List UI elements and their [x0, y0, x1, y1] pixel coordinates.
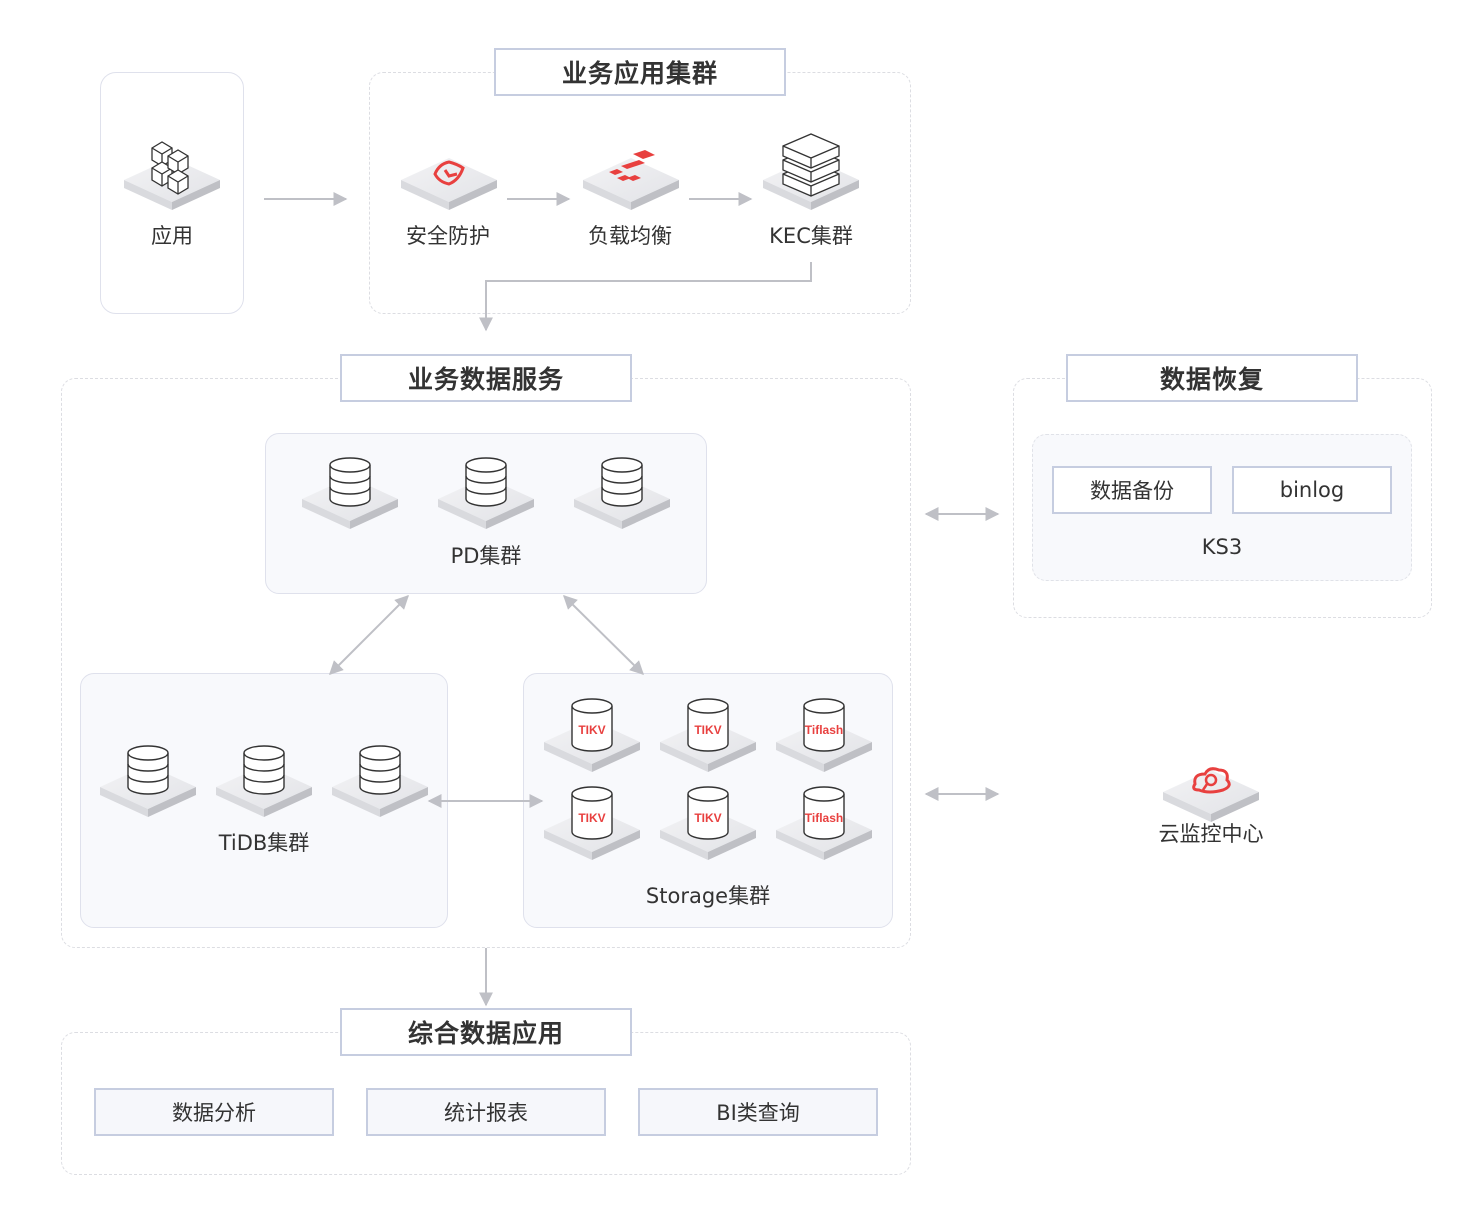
tikv-cylinder-icon: TIKV	[544, 698, 640, 772]
storage-node-label: Tiflash	[805, 811, 843, 825]
server-stack-icon	[763, 133, 859, 210]
pd-node[interactable]	[436, 447, 536, 537]
load-balancer-label: 负载均衡	[588, 224, 672, 248]
database-icon	[438, 457, 534, 529]
storage-node-tikv[interactable]: TIKV	[542, 778, 642, 868]
cloud-monitor-node[interactable]	[1161, 740, 1261, 830]
tidb-node[interactable]	[98, 735, 198, 825]
storage-node-tikv[interactable]: TIKV	[658, 778, 758, 868]
data-recovery-title: 数据恢复	[1066, 354, 1358, 402]
database-icon	[574, 457, 670, 529]
storage-node-tikv[interactable]: TIKV	[542, 690, 642, 780]
tiflash-cylinder-icon: Tiflash	[776, 698, 872, 772]
business-app-cluster-title: 业务应用集群	[494, 48, 786, 96]
data-analysis-item[interactable]: 数据分析	[94, 1088, 334, 1136]
database-icon	[100, 745, 196, 817]
business-data-service-title: 业务数据服务	[340, 354, 632, 402]
ks3-label: KS3	[1201, 535, 1243, 559]
app-label: 应用	[151, 224, 193, 248]
storage-cluster-label: Storage集群	[645, 884, 771, 908]
security-label: 安全防护	[406, 224, 490, 248]
storage-node-label: TIKV	[694, 811, 721, 825]
statistics-report-item[interactable]: 统计报表	[366, 1088, 606, 1136]
pd-node[interactable]	[300, 447, 400, 537]
database-icon	[332, 745, 428, 817]
tidb-node[interactable]	[330, 735, 430, 825]
tikv-cylinder-icon: TIKV	[544, 786, 640, 860]
platform-base	[438, 477, 534, 529]
storage-node-label: TIKV	[578, 811, 605, 825]
tiflash-cylinder-icon: Tiflash	[776, 786, 872, 860]
security-node[interactable]	[399, 128, 499, 218]
pd-node[interactable]	[572, 447, 672, 537]
tikv-cylinder-icon: TIKV	[660, 786, 756, 860]
tidb-node[interactable]	[214, 735, 314, 825]
cloud-monitor-icon	[1163, 767, 1259, 822]
storage-node-label: Tiflash	[805, 723, 843, 737]
storage-node-label: TIKV	[578, 723, 605, 737]
database-icon	[216, 745, 312, 817]
bi-query-item[interactable]: BI类查询	[638, 1088, 878, 1136]
integrated-data-app-title: 综合数据应用	[340, 1008, 632, 1056]
tidb-cluster-label: TiDB集群	[218, 831, 310, 855]
load-balancer-icon	[583, 150, 679, 210]
kec-node[interactable]	[761, 128, 861, 218]
binlog-item[interactable]: binlog	[1232, 466, 1392, 514]
tikv-cylinder-icon: TIKV	[660, 698, 756, 772]
platform-base	[1163, 770, 1259, 822]
database-icon	[302, 457, 398, 529]
app-cubes-icon	[124, 141, 220, 210]
platform-base	[401, 158, 497, 210]
shield-icon	[401, 158, 497, 210]
cloud-monitor-label: 云监控中心	[1158, 822, 1264, 846]
storage-node-tikv[interactable]: TIKV	[658, 690, 758, 780]
app-node[interactable]	[122, 128, 222, 218]
load-balancer-node[interactable]	[581, 128, 681, 218]
pd-cluster-label: PD集群	[450, 544, 522, 568]
storage-node-label: TIKV	[694, 723, 721, 737]
data-backup-item[interactable]: 数据备份	[1052, 466, 1212, 514]
kec-label: KEC集群	[769, 224, 853, 248]
storage-node-tiflash[interactable]: Tiflash	[774, 778, 874, 868]
storage-node-tiflash[interactable]: Tiflash	[774, 690, 874, 780]
